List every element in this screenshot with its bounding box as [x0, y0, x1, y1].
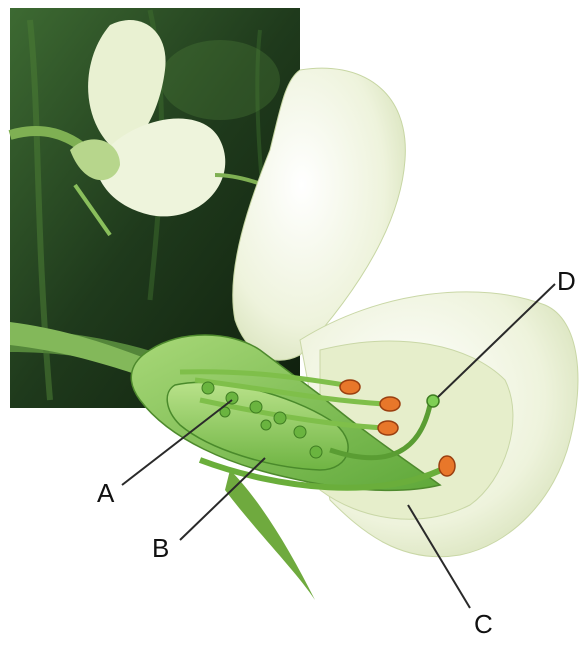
- label-a: A: [97, 480, 114, 506]
- label-d: D: [557, 268, 576, 294]
- label-c: C: [474, 611, 493, 637]
- label-b: B: [152, 535, 169, 561]
